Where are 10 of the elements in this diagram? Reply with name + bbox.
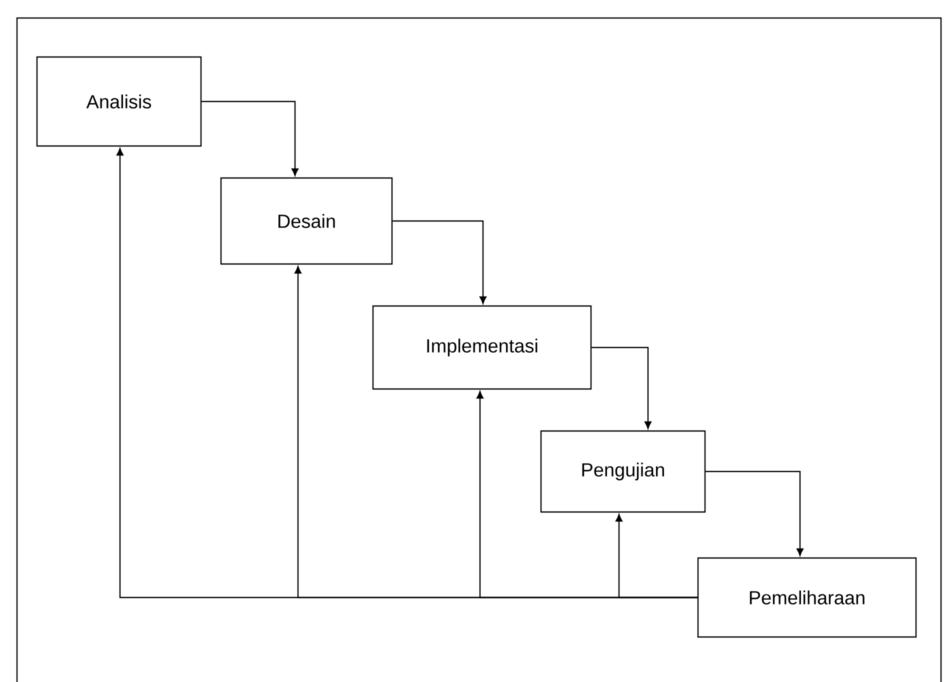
process-box: Pengujian [540,430,706,513]
process-box: Implementasi [372,305,592,390]
process-box: Analisis [36,56,202,147]
arrow [706,470,804,556]
arrow [616,514,698,598]
arrow [202,100,298,176]
arrow [592,346,652,429]
process-box: Pemeliharaan [697,557,917,638]
process-box: Desain [220,177,393,265]
arrow [392,220,486,304]
